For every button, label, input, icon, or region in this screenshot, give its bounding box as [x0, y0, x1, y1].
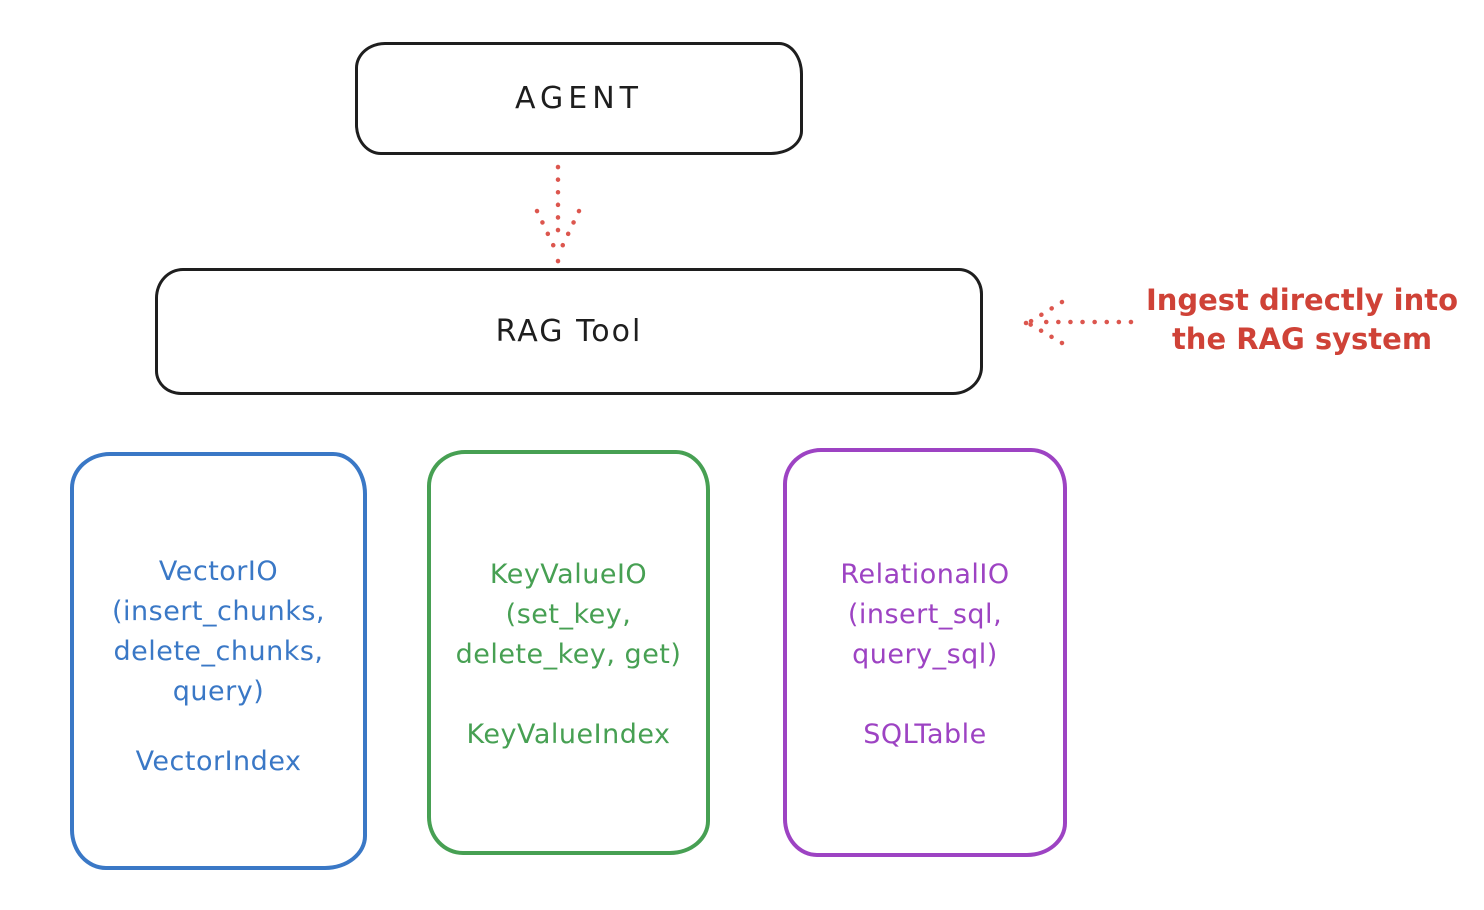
rag-tool-node: RAG Tool — [155, 268, 983, 395]
ingest-annotation-line1: Ingest directly into — [1145, 283, 1459, 317]
ingest-annotation: Ingest directly into the RAG system — [1130, 281, 1474, 359]
io-line: delete_key, get) — [455, 639, 682, 670]
relationalio-functions: RelationalIO (insert_sql, query_sql) — [787, 555, 1063, 675]
io-line: (set_key, — [505, 599, 632, 630]
ingest-annotation-line2: the RAG system — [1171, 322, 1433, 356]
keyvalueio-node: KeyValueIO (set_key, delete_key, get) Ke… — [427, 450, 710, 855]
agent-node: AGENT — [355, 42, 803, 155]
io-line: query) — [172, 676, 265, 707]
keyvalue-index-label: KeyValueIndex — [466, 719, 671, 750]
relationalio-node: RelationalIO (insert_sql, query_sql) SQL… — [783, 448, 1067, 857]
io-line: RelationalIO — [840, 559, 1010, 590]
io-line: query_sql) — [852, 639, 998, 670]
keyvalueio-functions: KeyValueIO (set_key, delete_key, get) — [431, 555, 706, 675]
vectorio-functions: VectorIO (insert_chunks, delete_chunks, … — [74, 552, 363, 712]
vector-index-label: VectorIndex — [135, 746, 302, 777]
sql-table-label: SQLTable — [863, 719, 987, 750]
io-line: VectorIO — [158, 556, 279, 587]
io-line: KeyValueIO — [489, 559, 648, 590]
annotation-to-ragtool-arrow-icon — [1015, 290, 1140, 360]
agent-to-ragtool-arrow-icon — [520, 160, 600, 270]
agent-label: AGENT — [515, 81, 643, 116]
io-line: delete_chunks, — [113, 636, 324, 667]
io-line: (insert_sql, — [847, 599, 1003, 630]
vectorio-node: VectorIO (insert_chunks, delete_chunks, … — [70, 452, 367, 870]
rag-tool-label: RAG Tool — [495, 314, 643, 349]
io-line: (insert_chunks, — [112, 596, 325, 627]
